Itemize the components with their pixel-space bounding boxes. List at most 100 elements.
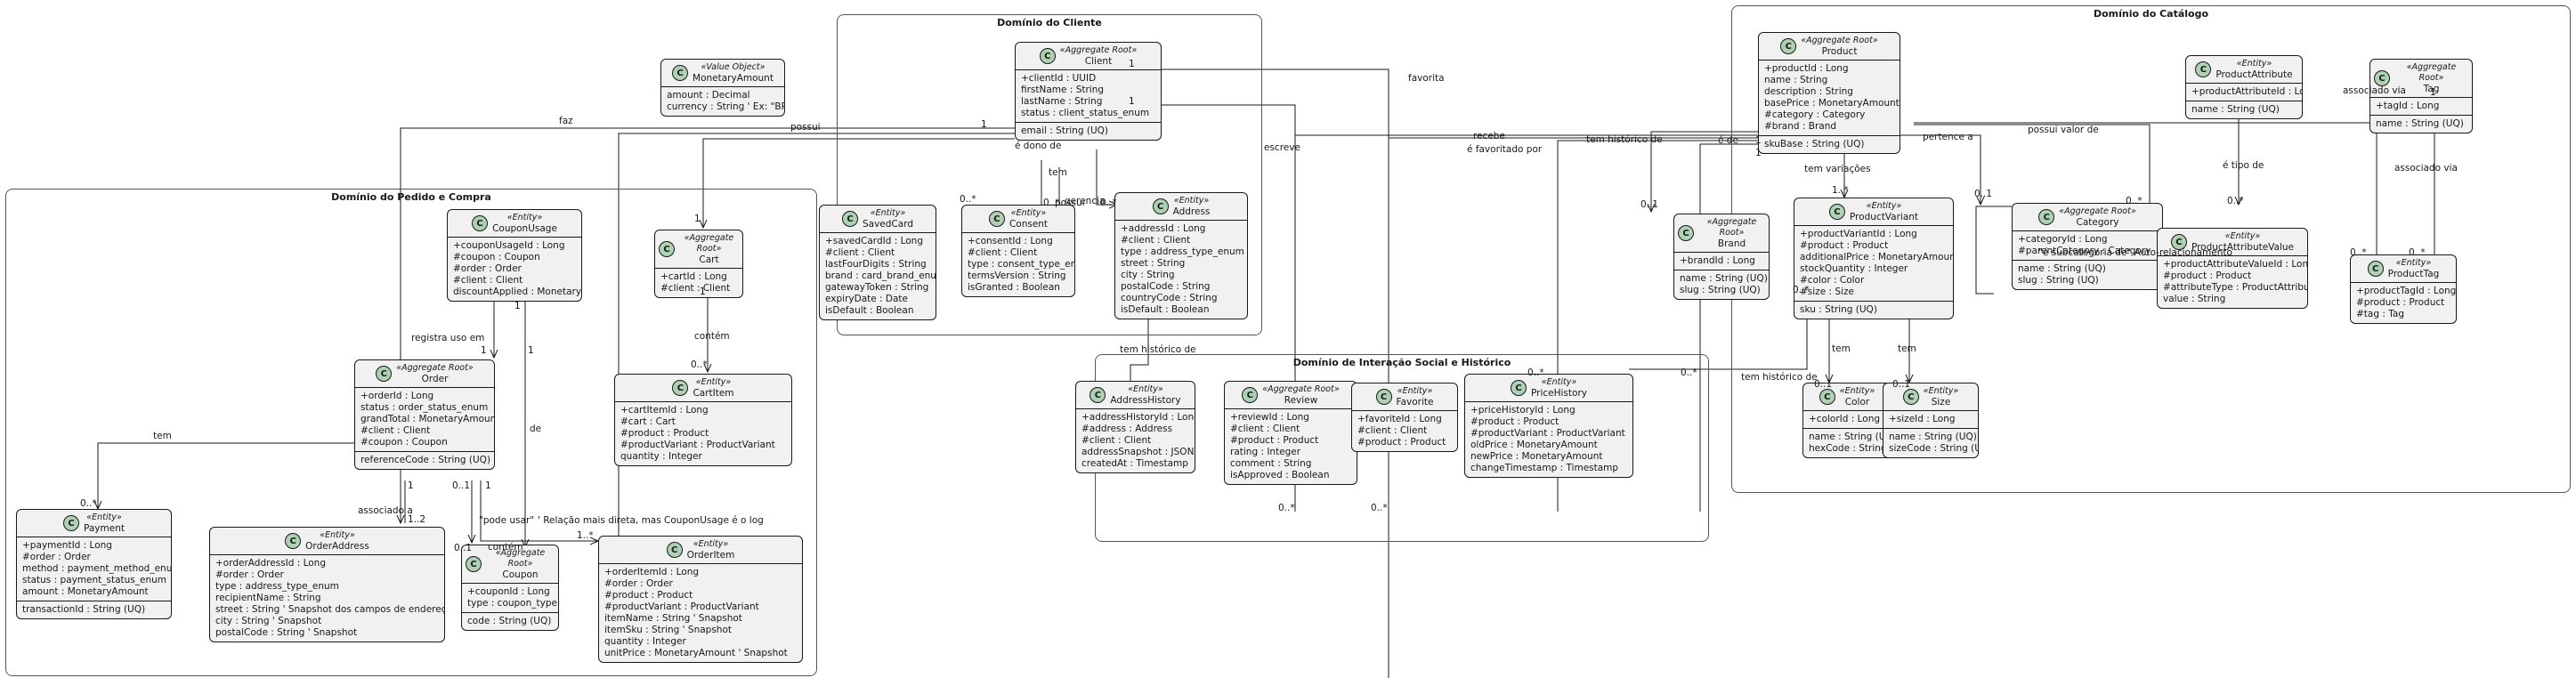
- mult: 1: [1755, 135, 1762, 146]
- mult: 0..1: [1814, 379, 1833, 390]
- label-escreve: escreve: [1264, 142, 1300, 153]
- class-icon: C: [466, 556, 482, 572]
- class-header: C«Aggregate Root»Tag: [2370, 60, 2472, 98]
- class-name: Cart: [699, 254, 719, 265]
- class-name: Review: [1284, 395, 1318, 406]
- class-consent: C«Entity»Consent+consentId : Long#client…: [961, 205, 1075, 297]
- unique-field: name : String (UQ): [2376, 118, 2464, 129]
- class-unique-fields: email : String (UQ): [1016, 122, 1161, 140]
- class-header: C«Entity»ProductAttributeValue: [2158, 229, 2307, 256]
- unique-field: name : String (UQ): [1809, 432, 1891, 442]
- class-name: Client: [1084, 56, 1113, 67]
- attribute: type : address_type_enum: [1121, 246, 1244, 257]
- class-header: C«Entity»ProductVariant: [1794, 198, 1953, 226]
- mult: 0..*: [2409, 247, 2426, 258]
- class-attributes: +productVariantId : Long#product : Produ…: [1794, 226, 1953, 301]
- attribute: +cartItemId : Long: [620, 405, 709, 416]
- class-header: C«Aggregate Root»Coupon: [462, 545, 558, 584]
- attribute: #product : Product: [1357, 437, 1446, 448]
- class-attributes: +colorId : Long: [1803, 411, 1891, 428]
- unique-field: email : String (UQ): [1021, 125, 1108, 136]
- mult: 0..*: [1681, 367, 1697, 378]
- mult: 1: [485, 480, 491, 491]
- attribute: +productVariantId : Long: [1800, 229, 1917, 239]
- attribute: changeTimestamp : Timestamp: [1470, 463, 1619, 473]
- attribute: postalCode : String ' Snapshot: [215, 627, 358, 638]
- class-stereotype: «Entity»: [2236, 59, 2272, 69]
- label-tem-size: tem: [1898, 343, 1916, 354]
- attribute: value : String: [2163, 294, 2226, 304]
- class-icon: C: [659, 241, 675, 257]
- mult: 0..1: [1892, 379, 1911, 390]
- class-header: C«Aggregate Root»Product: [1759, 33, 1900, 61]
- attribute: expiryDate : Date: [825, 294, 909, 304]
- label-gerencia: gerencia: [1065, 196, 1106, 206]
- attribute: lastFourDigits : String: [825, 259, 927, 270]
- mult: 1: [1129, 96, 1135, 107]
- attribute: #tag : Tag: [2356, 309, 2405, 319]
- class-icon: C: [1678, 225, 1694, 241]
- class-icon: C: [1780, 38, 1797, 54]
- attribute: status : payment_status_enum: [22, 575, 167, 585]
- attribute: #attributeType : ProductAttribute: [2163, 282, 2308, 293]
- unique-field: name : String (UQ): [2191, 104, 2280, 115]
- attribute: rating : Integer: [1230, 447, 1301, 457]
- class-icon: C: [1039, 48, 1056, 64]
- mult: 0..*: [2126, 196, 2143, 206]
- attribute: +addressId : Long: [1121, 223, 1206, 234]
- label-registra-uso-em: registra uso em: [411, 333, 485, 343]
- attribute: additionalPrice : MonetaryAmount: [1800, 252, 1954, 262]
- class-cartitem: C«Entity»CartItem+cartItemId : Long#cart…: [614, 374, 792, 466]
- class-name: ProductTag: [2387, 269, 2440, 279]
- label-possui-valor-de: possui valor de: [2028, 125, 2099, 135]
- class-stereotype: «Aggregate Root»: [1059, 45, 1138, 55]
- class-header: C«Entity»CouponUsage: [448, 210, 581, 238]
- label-tem-historico-addr: tem histórico de: [1120, 344, 1196, 355]
- attribute: unitPrice : MonetaryAmount ' Snapshot: [604, 648, 788, 658]
- attribute: isDefault : Boolean: [1121, 304, 1210, 315]
- attribute: #coupon : Coupon: [453, 252, 540, 262]
- attribute: description : String: [1764, 86, 1853, 97]
- class-name: Favorite: [1396, 397, 1434, 408]
- mult: 0..*: [1278, 503, 1295, 513]
- label-associado-via: associado via: [2343, 85, 2406, 96]
- attribute: #client : Client: [660, 283, 731, 294]
- attribute: itemName : String ' Snapshot: [604, 613, 742, 624]
- attribute: city : String: [1121, 270, 1175, 280]
- label-associado-a: associado a: [358, 505, 413, 516]
- attribute: stockQuantity : Integer: [1800, 263, 1908, 274]
- attribute: addressSnapshot : JSONB: [1081, 447, 1195, 457]
- attribute: +productTagId : Long: [2356, 286, 2457, 296]
- label-faz: faz: [559, 116, 573, 126]
- attribute: city : String ' Snapshot: [215, 616, 322, 626]
- attribute: newPrice : MonetaryAmount: [1470, 451, 1603, 462]
- class-icon: C: [1819, 389, 1835, 405]
- attribute: +clientId : UUID: [1021, 73, 1097, 84]
- mult: 0..1: [1640, 199, 1659, 210]
- class-icon: C: [672, 65, 689, 81]
- class-icon: C: [841, 211, 858, 227]
- mult: 0..1: [452, 480, 471, 491]
- mult: 1: [700, 287, 706, 297]
- class-orderaddress: C«Entity»OrderAddress+orderAddressId : L…: [209, 527, 445, 642]
- attribute: isGranted : Boolean: [968, 282, 1060, 293]
- class-icon: C: [672, 380, 689, 396]
- attribute: type : consent_type_enum: [968, 259, 1074, 270]
- label-eh-dono-de: é dono de: [1015, 141, 1062, 151]
- class-icon: C: [666, 542, 683, 558]
- mult: 1..*: [1832, 185, 1849, 196]
- class-attributes: +reviewId : Long#client : Client#product…: [1225, 409, 1357, 484]
- attribute: #client : Client: [1230, 424, 1300, 434]
- label-tem-historico-de: tem histórico de: [1586, 134, 1663, 145]
- class-header: C«Entity»Consent: [962, 206, 1074, 233]
- class-stereotype: «Entity»: [870, 208, 906, 218]
- class-name: Coupon: [502, 569, 539, 580]
